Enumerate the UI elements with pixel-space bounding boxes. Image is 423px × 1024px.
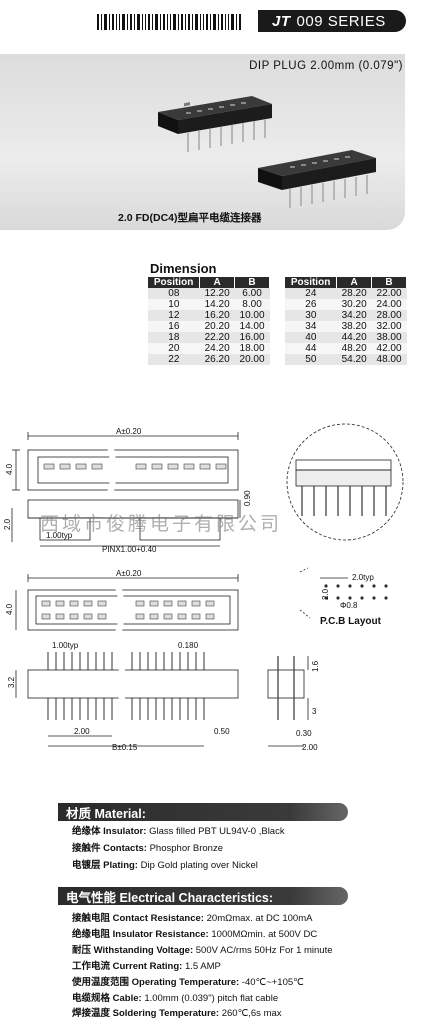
dim-side-pitch: 1.00typ xyxy=(46,531,73,540)
dim-pcb-typ: 2.0typ xyxy=(352,573,374,582)
electrical-item: 绝缘电阻 Insulator Resistance: 1000MΩmin. at… xyxy=(72,929,318,940)
connector-photo-top xyxy=(158,96,272,152)
dim-end-h: 1.6 xyxy=(311,660,320,672)
connector-photo xyxy=(158,96,376,208)
pcb-layout-label: P.C.B Layout xyxy=(320,616,381,627)
dim-side-h: 2.0 xyxy=(3,518,12,530)
connector-photo-bottom xyxy=(258,150,376,208)
material-item: 接触件 Contacts: Phosphor Bronze xyxy=(72,843,224,854)
electrical-item: 使用温度范围 Operating Temperature: -40℃~+105℃ xyxy=(72,977,304,988)
drawing-pin-view: 1.00typ 0.180 3.2 2.00 0.50 B±0.15 xyxy=(7,641,239,752)
material-item: 绝缘体 Insulator: Glass filled PBT UL94V-0 … xyxy=(72,826,285,837)
drawing-side-view: 0.90 2.0 1.00typ PINX1.00+0.40 xyxy=(3,490,252,554)
electrical-item: 耐压 Withstanding Voltage: 500V AC/rms 50H… xyxy=(72,945,333,956)
drawing-detail-circle xyxy=(286,423,404,541)
dim-top-a: A±0.20 xyxy=(116,427,142,436)
electrical-heading: 电气性能 Electrical Characteristics: xyxy=(58,887,348,905)
dim-pin-w: 0.180 xyxy=(178,641,199,650)
electrical-item: 电缆规格 Cable: 1.00mm (0.039") pitch flat c… xyxy=(72,993,279,1004)
dim-top-h: 4.0 xyxy=(5,463,14,475)
drawing-top-view: A±0.20 4.0 xyxy=(5,427,239,494)
col-a: A xyxy=(199,277,236,288)
dim-pin-h: 3.2 xyxy=(7,676,16,688)
dim-pcb-hole: Φ0.8 xyxy=(340,601,358,610)
drawing-front-view: A±0.20 4.0 xyxy=(5,569,239,634)
dim-pin-end: 0.50 xyxy=(214,727,230,736)
dim-side-t: 0.90 xyxy=(243,490,252,506)
col-b: B xyxy=(371,277,407,288)
dim-end-w1: 0.30 xyxy=(296,729,312,738)
col-b: B xyxy=(234,277,270,288)
dim-end-w2: 2.00 xyxy=(302,743,318,752)
dim-pcb-v: 2.0 xyxy=(321,588,330,600)
col-a: A xyxy=(336,277,373,288)
col-position: Position xyxy=(148,277,201,288)
product-cn-name: 2.0 FD(DC4)型扁平电缆连接器 xyxy=(118,212,262,224)
dim-front-h: 4.0 xyxy=(5,603,14,615)
col-position: Position xyxy=(285,277,338,288)
drawing-pcb-layout: 2.0typ 2.0 Φ0.8 xyxy=(299,567,388,619)
product-banner xyxy=(0,54,405,230)
dim-front-a: A±0.20 xyxy=(116,569,142,578)
dimension-title: Dimension xyxy=(150,261,217,276)
dim-pin-row: 2.00 xyxy=(74,727,90,736)
watermark-text: 西域市俊腾电子有限公司 xyxy=(40,514,283,535)
material-item: 电镀层 Plating: Dip Gold plating over Nicke… xyxy=(72,860,258,871)
dim-end-tail: 3 xyxy=(312,707,317,716)
electrical-item: 工作电流 Current Rating: 1.5 AMP xyxy=(72,961,221,972)
electrical-item: 焊接温度 Soldering Temperature: 260℃,6s max xyxy=(72,1008,282,1019)
dim-pin-pitch: 1.00typ xyxy=(52,641,79,650)
electrical-item: 接触电阻 Contact Resistance: 20mΩmax. at DC … xyxy=(72,913,313,924)
drawing-end-view: 1.6 3 0.30 2.00 xyxy=(267,656,320,752)
series-name: 009 SERIES xyxy=(296,12,386,30)
material-heading: 材质 Material: xyxy=(58,803,348,821)
product-type-label: DIP PLUG 2.00mm (0.079") xyxy=(249,60,403,72)
dim-pin-b: B±0.15 xyxy=(112,743,138,752)
barcode-graphic xyxy=(97,14,252,30)
dim-side-pin: PINX1.00+0.40 xyxy=(102,545,157,554)
technical-drawing: A±0.20 4.0 0.90 2.0 1.00typ PINX1.00+0.4… xyxy=(3,423,404,752)
series-brand: JT xyxy=(272,12,291,30)
series-badge: JT 009 SERIES xyxy=(258,10,406,32)
